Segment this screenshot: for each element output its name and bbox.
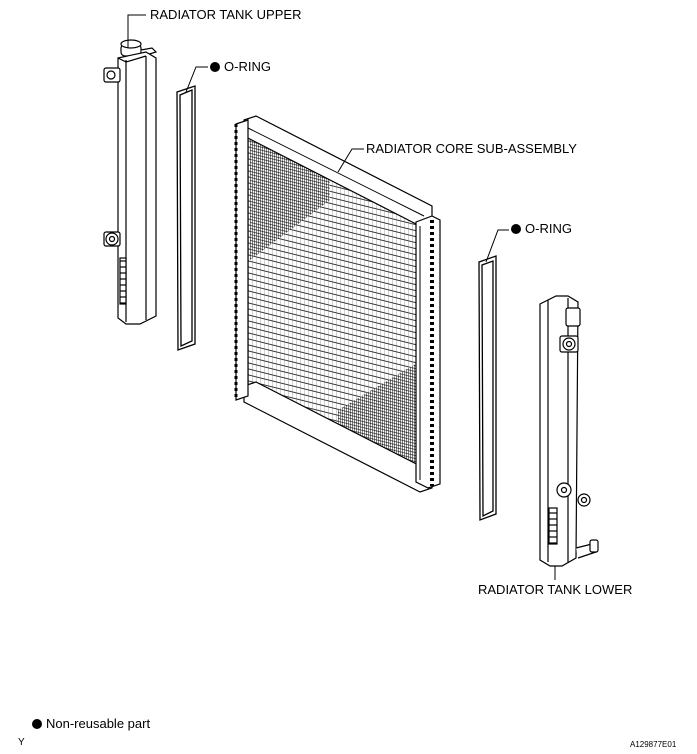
legend-marker: Y xyxy=(18,737,25,748)
figure-id: A129877E01 xyxy=(630,740,677,749)
filled-circle-icon xyxy=(32,719,42,729)
leader-tank-upper xyxy=(127,14,146,48)
label-radiator-tank-lower: RADIATOR TANK LOWER xyxy=(478,582,633,597)
radiator-tank-upper xyxy=(103,39,158,325)
label-o-ring-right: O-RING xyxy=(511,222,572,236)
leader-o-ring-right xyxy=(485,229,509,263)
legend-text: Non-reusable part xyxy=(46,716,151,731)
legend: Non-reusable part xyxy=(32,717,150,731)
filled-circle-icon xyxy=(511,224,521,234)
o-ring-left-text: O-RING xyxy=(224,59,271,74)
leader-o-ring-left xyxy=(185,66,208,93)
radiator-tank-lower xyxy=(539,295,599,567)
leader-core xyxy=(337,148,364,173)
label-radiator-core: RADIATOR CORE SUB-ASSEMBLY xyxy=(366,141,577,156)
o-ring-right-text: O-RING xyxy=(525,221,572,236)
radiator-core xyxy=(234,115,441,493)
o-ring-left xyxy=(176,85,196,351)
filled-circle-icon xyxy=(210,62,220,72)
o-ring-right xyxy=(478,255,497,521)
label-radiator-tank-upper: RADIATOR TANK UPPER xyxy=(150,7,302,22)
label-o-ring-left: O-RING xyxy=(210,60,271,74)
leader-lines xyxy=(127,14,556,580)
